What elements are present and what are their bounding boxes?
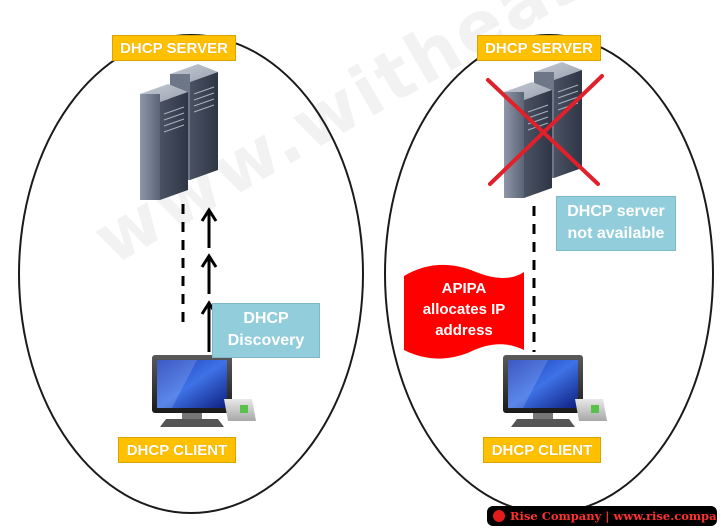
right-monitor-icon (503, 355, 607, 427)
left-server-icon (139, 63, 219, 201)
discovery-line-1: DHCP (243, 310, 289, 327)
right-client-label: DHCP CLIENT (483, 437, 601, 463)
left-client-label: DHCP CLIENT (118, 437, 236, 463)
cross-icon (486, 74, 604, 186)
left-monitor-icon (152, 355, 256, 427)
footer-banner: Rise Company | www.rise.company (487, 506, 717, 526)
dhcp-discovery-callout: DHCP Discovery (212, 303, 320, 358)
rise-logo-icon (493, 510, 505, 522)
discovery-line-2: Discovery (227, 332, 305, 349)
footer-text: Rise Company | www.rise.company (510, 509, 717, 523)
status-line-1: DHCP server (567, 203, 665, 220)
server-unavailable-callout: DHCP server not available (556, 196, 676, 251)
left-server-label: DHCP SERVER (112, 35, 236, 61)
apipa-line-3: address (435, 322, 493, 339)
apipa-banner (404, 264, 524, 359)
apipa-line-2: allocates IP (422, 301, 506, 318)
apipa-line-1: APIPA (441, 280, 487, 297)
apipa-text: APIPA allocates IP address (404, 278, 524, 341)
status-line-2: not available (567, 225, 665, 242)
right-server-label: DHCP SERVER (477, 35, 601, 61)
